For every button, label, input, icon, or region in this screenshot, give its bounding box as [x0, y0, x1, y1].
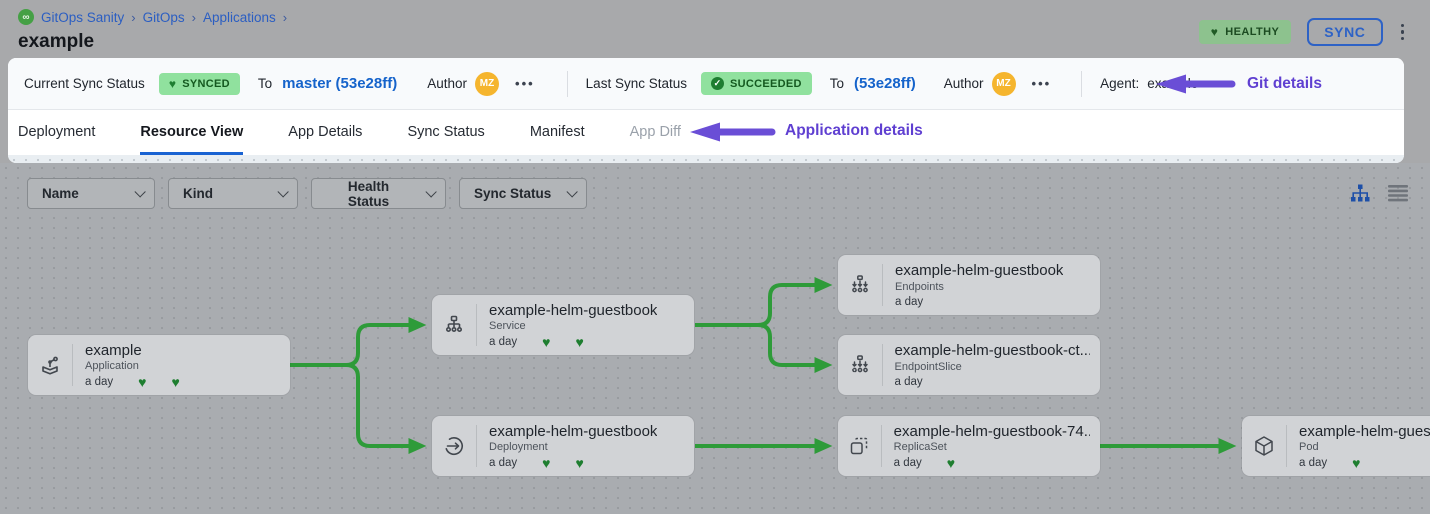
breadcrumb-link-gitops[interactable]: GitOps	[142, 9, 185, 25]
node-application-example[interactable]: example Application a day ♥♥	[28, 335, 290, 395]
replicaset-icon	[838, 425, 882, 467]
chevron-down-icon	[425, 185, 437, 198]
node-age: a day	[489, 457, 518, 469]
node-title: example	[85, 342, 142, 358]
node-kind: Deployment	[489, 441, 548, 453]
author-avatar: MZ	[991, 71, 1016, 96]
list-view-icon[interactable]	[1388, 184, 1408, 202]
divider	[566, 70, 568, 97]
node-kind: EndpointSlice	[894, 361, 962, 373]
node-age: a day	[895, 296, 924, 308]
application-details-arrow-icon	[690, 122, 776, 142]
node-endpointslice-example-helm-guestbook[interactable]: example-helm-guestbook-ct... EndpointSli…	[838, 335, 1100, 395]
node-deployment-example-helm-guestbook[interactable]: example-helm-guestbook Deployment a day …	[432, 416, 694, 476]
git-details-arrow-icon	[1156, 74, 1236, 94]
breadcrumb-link-gitops-sanity[interactable]: GitOps Sanity	[41, 9, 125, 25]
application-tabs: Deployment Resource View App Details Syn…	[8, 110, 1404, 155]
node-age: a day	[894, 376, 923, 388]
node-title: example-helm-guestbook	[489, 423, 658, 439]
application-header-card: Current Sync Status ♥ SYNCED To master (…	[8, 58, 1404, 163]
endpoints-icon	[838, 264, 883, 306]
node-title: example-helm-guestbook-74...	[893, 423, 1090, 439]
node-age: a day	[85, 376, 114, 388]
node-replicaset-example-helm-guestbook[interactable]: example-helm-guestbook-74... ReplicaSet …	[838, 416, 1100, 476]
chevron-down-icon	[134, 185, 146, 198]
more-options-kebab-icon[interactable]	[1399, 22, 1407, 43]
node-service-example-helm-guestbook[interactable]: example-helm-guestbook Service a day ♥♥	[432, 295, 694, 355]
resource-graph: Name Kind Health Status Sync Status	[0, 163, 1430, 514]
page-title: example	[18, 31, 95, 52]
health-heart-icons: ♥♥	[542, 334, 584, 350]
filter-name-dropdown[interactable]: Name	[27, 178, 155, 209]
breadcrumb-separator: ›	[282, 9, 288, 25]
filter-kind-dropdown[interactable]: Kind	[168, 178, 298, 209]
breadcrumb-separator: ›	[131, 9, 136, 25]
author-avatar: MZ	[475, 71, 500, 96]
gitops-logo-icon: ∞	[18, 9, 34, 25]
health-heart-icons: ♥♥	[138, 374, 180, 390]
to-label: To	[829, 76, 845, 91]
filter-health-status-dropdown[interactable]: Health Status	[311, 178, 446, 209]
node-endpoints-example-helm-guestbook[interactable]: example-helm-guestbook Endpoints a day	[838, 255, 1100, 315]
synced-badge: ♥ SYNCED	[158, 72, 240, 95]
current-sync-status-label: Current Sync Status	[24, 76, 145, 91]
filter-sync-status-dropdown[interactable]: Sync Status	[459, 178, 587, 209]
last-revision-link[interactable]: (53e28ff)	[854, 75, 916, 92]
node-kind: ReplicaSet	[893, 441, 947, 453]
divider	[1081, 70, 1083, 97]
health-heart-icons: ♥	[946, 455, 956, 471]
agent-label: Agent:	[1100, 76, 1140, 91]
health-status-badge: ♥ HEALTHY	[1198, 20, 1292, 44]
node-title: example-helm-guestbook	[489, 302, 658, 318]
tab-app-details[interactable]: App Details	[288, 124, 363, 140]
chevron-down-icon	[277, 185, 289, 198]
author-label: Author	[943, 76, 984, 91]
node-kind: Application	[85, 360, 139, 372]
tab-manifest[interactable]: Manifest	[529, 124, 585, 140]
chevron-down-icon	[566, 185, 578, 198]
node-title: example-helm-guestbook-ct...	[894, 342, 1090, 359]
node-kind: Service	[489, 320, 526, 332]
tab-sync-status[interactable]: Sync Status	[407, 124, 485, 140]
node-age: a day	[1299, 457, 1328, 469]
health-heart-icons: ♥	[1352, 455, 1361, 471]
more-commits-button[interactable]: •••	[515, 76, 535, 91]
more-commits-button[interactable]: •••	[1031, 76, 1052, 91]
author-label: Author	[427, 76, 468, 91]
breadcrumb-link-applications[interactable]: Applications	[202, 9, 276, 25]
last-sync-status-label: Last Sync Status	[585, 76, 687, 91]
node-kind: Endpoints	[895, 281, 944, 293]
git-details-annotation: Git details	[1247, 75, 1322, 92]
succeeded-badge: ✓ SUCCEEDED	[700, 72, 812, 95]
node-kind: Pod	[1299, 441, 1319, 453]
service-icon	[432, 304, 477, 346]
heart-icon: ♥	[168, 76, 177, 91]
sync-button[interactable]: SYNC	[1307, 18, 1383, 46]
breadcrumb-separator: ›	[191, 9, 196, 25]
pod-icon	[1242, 425, 1287, 467]
application-details-annotation: Application details	[785, 122, 923, 139]
check-icon: ✓	[710, 77, 724, 90]
to-label: To	[257, 76, 273, 91]
top-header: ∞ GitOps Sanity › GitOps › Applications …	[0, 0, 1430, 58]
sync-status-bar: Current Sync Status ♥ SYNCED To master (…	[8, 58, 1404, 110]
tree-view-icon[interactable]	[1350, 183, 1370, 203]
node-age: a day	[893, 457, 922, 469]
deployment-icon	[432, 425, 477, 467]
breadcrumb: ∞ GitOps Sanity › GitOps › Applications …	[18, 9, 287, 25]
application-icon	[28, 344, 73, 386]
node-title: example-helm-guestbook	[895, 262, 1064, 279]
tab-resource-view[interactable]: Resource View	[140, 110, 244, 155]
tab-app-diff[interactable]: App Diff	[629, 124, 681, 140]
tab-deployment[interactable]: Deployment	[18, 124, 96, 140]
health-heart-icons: ♥♥	[542, 455, 584, 471]
node-pod-example-helm-guestbook[interactable]: example-helm-guest Pod a day ♥	[1242, 416, 1430, 476]
node-title: example-helm-guest	[1299, 423, 1430, 439]
card-footer-strip	[8, 155, 1404, 163]
node-age: a day	[489, 336, 518, 348]
endpointslice-icon	[838, 344, 883, 386]
heart-icon: ♥	[1210, 25, 1219, 39]
current-revision-link[interactable]: master (53e28ff)	[282, 75, 398, 92]
